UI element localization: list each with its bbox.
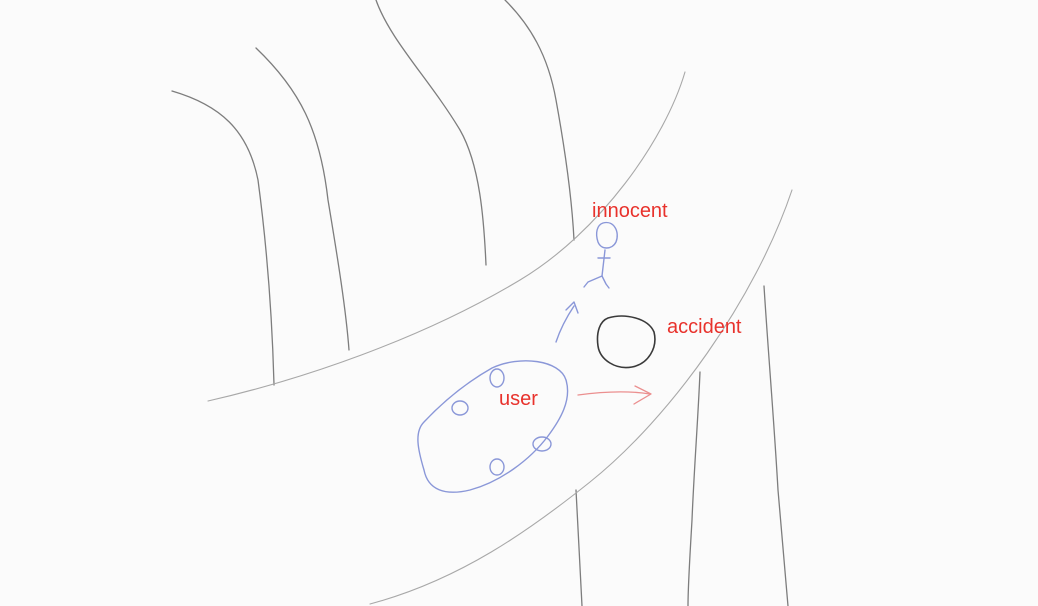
background-lines — [171, 0, 789, 606]
wheel-rear-right — [489, 458, 505, 476]
road — [207, 71, 793, 605]
wheel-rear-left — [451, 400, 469, 416]
bg-line-5 — [763, 285, 789, 606]
bg-line-1 — [171, 90, 275, 386]
bg-line-2 — [255, 47, 350, 351]
road-edge-lower — [369, 189, 793, 605]
bg-line-3 — [375, 0, 487, 266]
car-icon — [417, 360, 569, 493]
arrow-to-accident — [577, 385, 652, 405]
accident-label: accident — [667, 316, 742, 338]
bg-line-6 — [687, 371, 701, 606]
arrow-to-innocent — [555, 301, 579, 343]
bg-line-4 — [504, 0, 575, 241]
wheel-front-right — [532, 436, 552, 452]
user-label: user — [499, 388, 538, 410]
bg-line-7 — [575, 489, 583, 606]
rock-icon — [596, 315, 656, 369]
stick-figure-icon — [583, 221, 618, 289]
innocent-label: innocent — [592, 200, 668, 222]
road-edge-upper — [207, 71, 686, 402]
wheel-front-left — [489, 368, 505, 388]
